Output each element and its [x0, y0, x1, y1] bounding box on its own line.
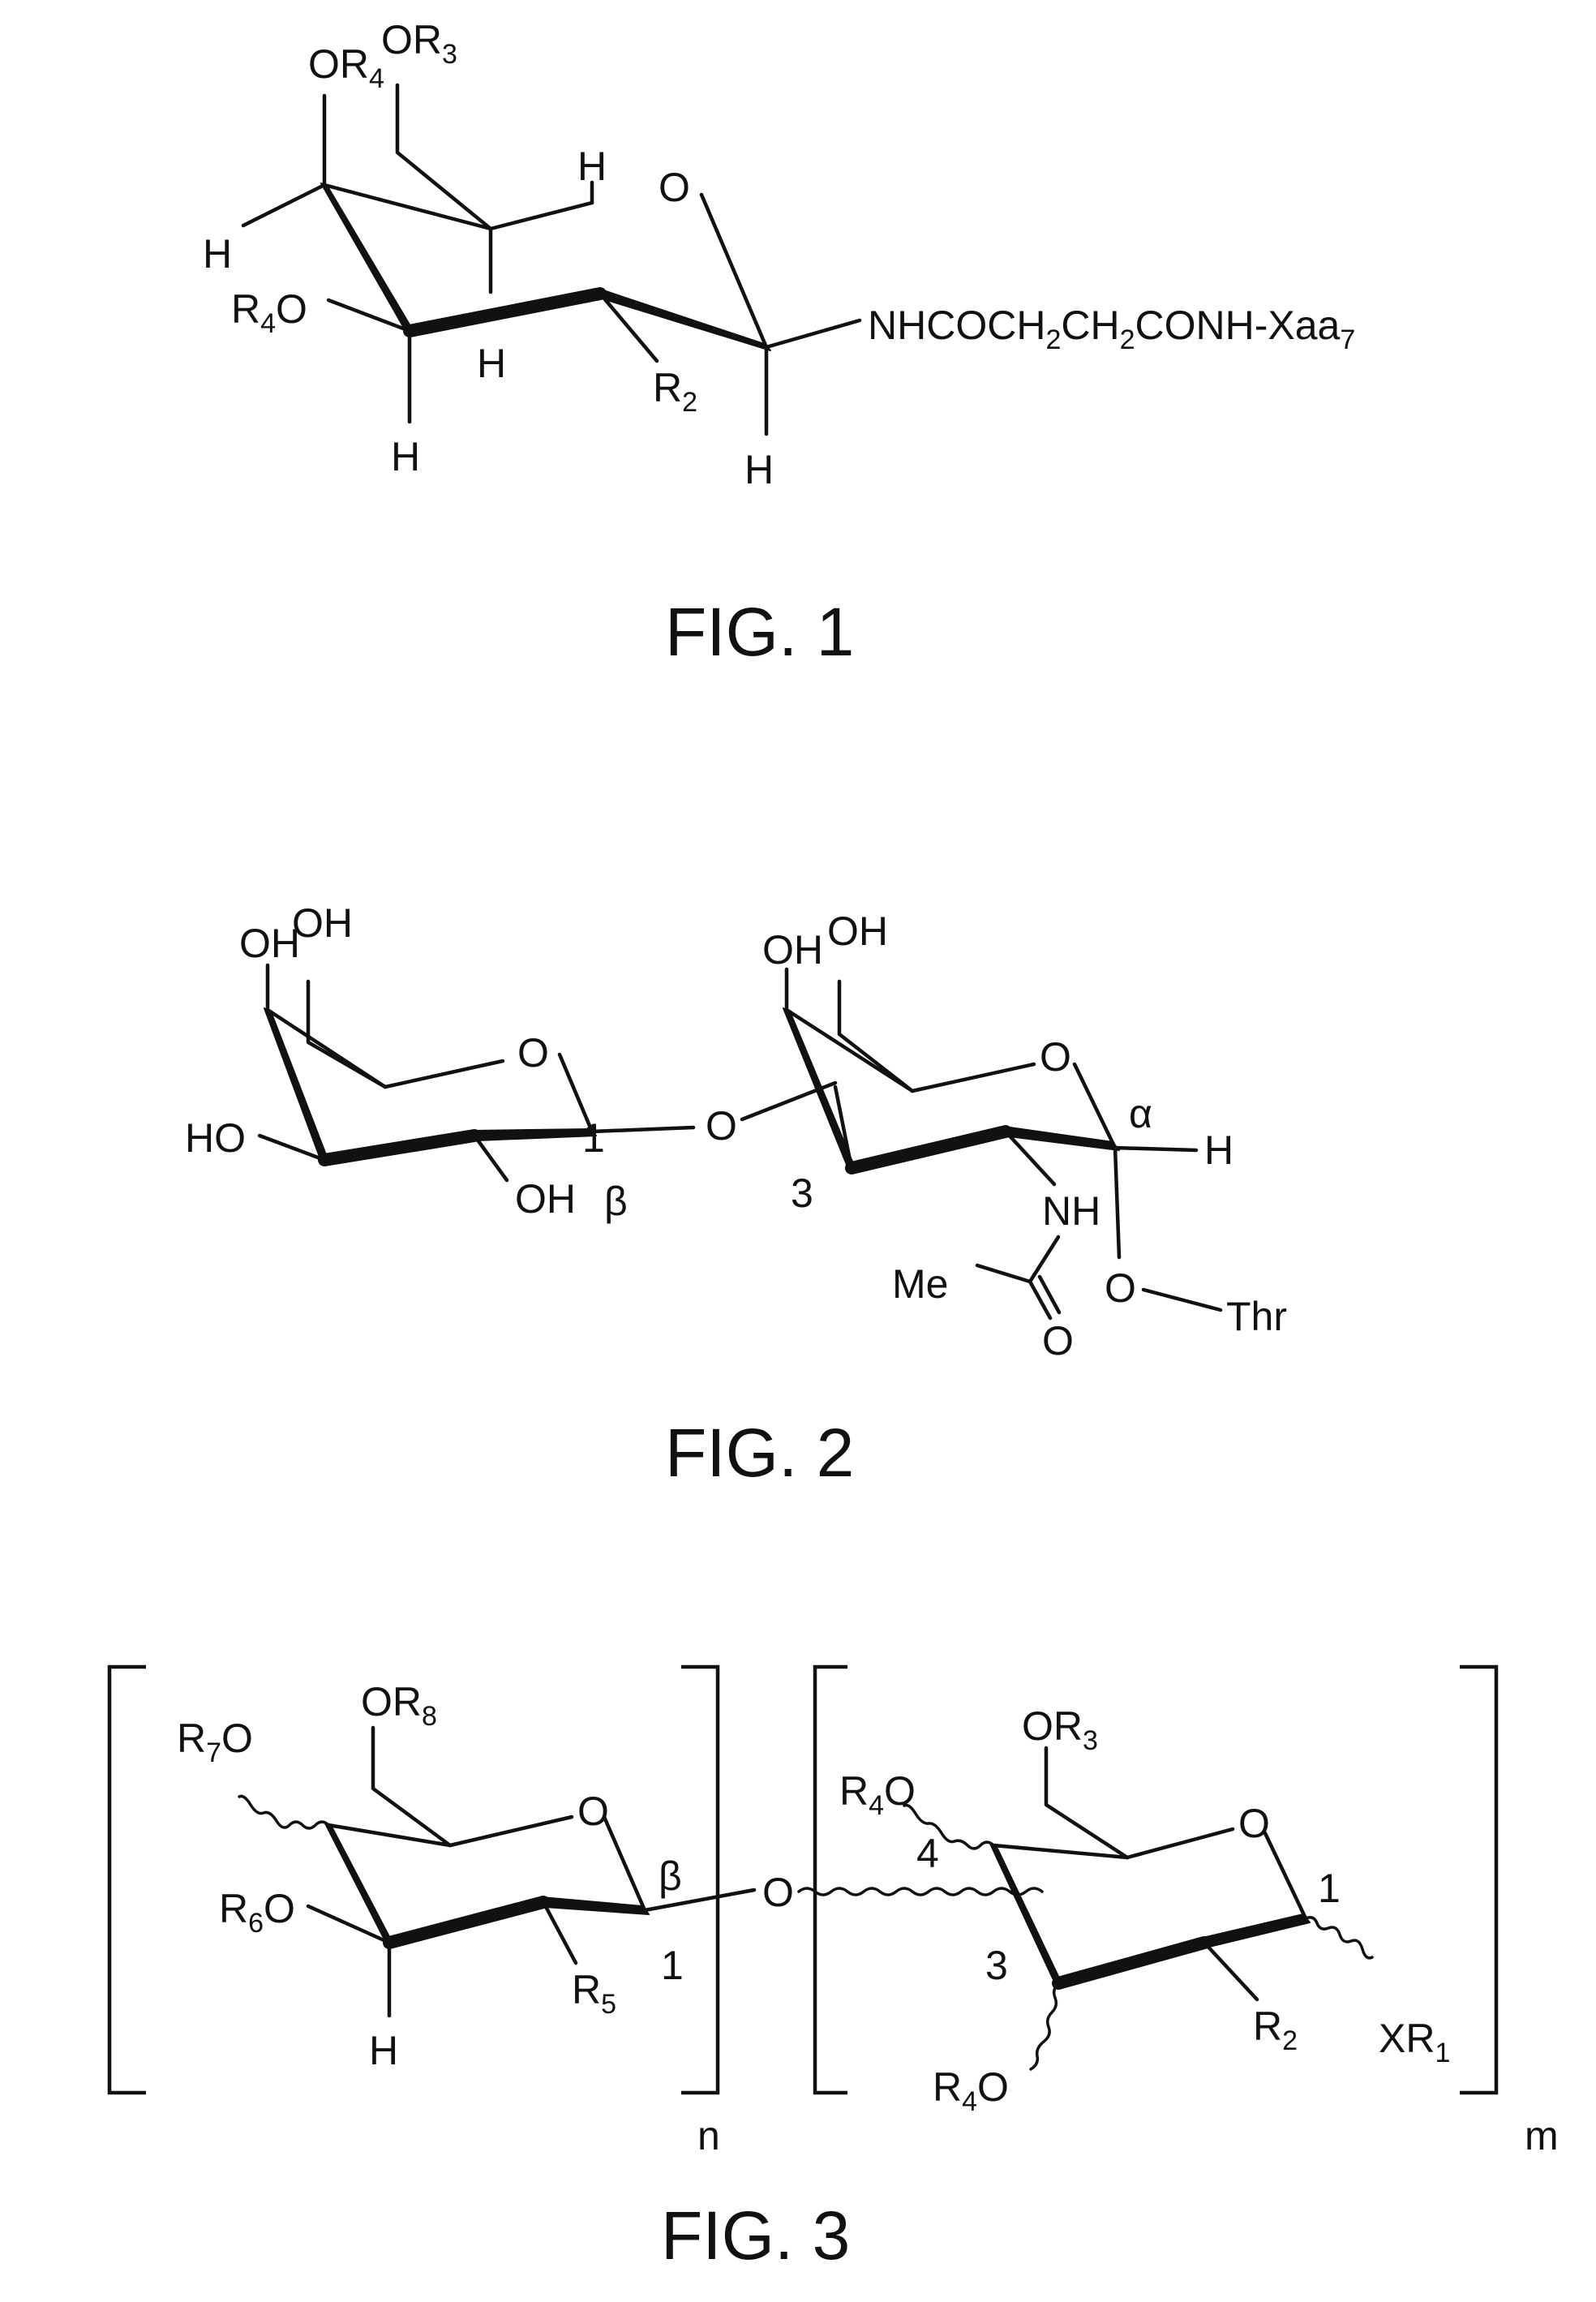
fig2-galnac-oh6-label: OH	[827, 908, 888, 954]
fig3-pos4-label: 4	[916, 1831, 939, 1876]
fig3-labels: R7O OR8 O R6O H R5 1 β O n R4O OR3 4 O 3…	[177, 1679, 1559, 2158]
fig2-pos1-label: 1	[582, 1115, 605, 1161]
fig3-bridge-o-label: O	[762, 1870, 794, 1915]
fig1-h-c3-label: H	[391, 434, 420, 479]
fig2-galnac-oh4-label: OH	[762, 927, 823, 973]
fig3-r7o-label: R7O	[177, 1716, 253, 1768]
fig1-caption: FIG. 1	[665, 594, 854, 670]
figure-1: OR4 OR3 H R4O H O H H R2 H NHCOCH2CH2CON…	[203, 17, 1355, 670]
fig2-caption: FIG. 2	[665, 1415, 854, 1491]
fig3-xr1-label: XR1	[1379, 2016, 1450, 2068]
fig1-h-c1-label: H	[744, 447, 774, 492]
fig1-or3-label: OR3	[381, 17, 457, 70]
fig2-gal-ho3-label: HO	[185, 1115, 246, 1161]
fig1-bonds	[241, 83, 862, 436]
fig2-pos3-label: 3	[791, 1170, 813, 1216]
fig3-beta-label: β	[659, 1853, 682, 1899]
fig1-ring-o-label: O	[659, 165, 690, 210]
fig2-bonds	[257, 963, 1223, 1321]
fig2-beta-label: β	[604, 1179, 628, 1224]
fig3-r6o-label: R6O	[219, 1886, 295, 1939]
fig1-substituent-label: NHCOCH2CH2CONH-Xaa7	[868, 303, 1355, 355]
fig2-gal-oh4-label: OH	[239, 921, 300, 966]
fig2-labels: OH OH O HO OH 1 β O 3 OH OH O α H NH Me …	[185, 900, 1287, 1364]
fig3-m-label: m	[1525, 2113, 1559, 2158]
figure-2: OH OH O HO OH 1 β O 3 OH OH O α H NH Me …	[185, 900, 1287, 1491]
fig3-bonds	[306, 1725, 1311, 2018]
fig1-h-c4-label: H	[203, 231, 232, 277]
fig2-alpha-label: α	[1129, 1091, 1152, 1136]
fig1-h-c5-label: H	[577, 144, 607, 189]
fig3-caption: FIG. 3	[661, 2197, 850, 2274]
figure-3: R7O OR8 O R6O H R5 1 β O n R4O OR3 4 O 3…	[107, 1664, 1559, 2274]
fig3-pos3-label: 3	[985, 1943, 1008, 1988]
fig3-pos1-right-label: 1	[1318, 1866, 1341, 1911]
fig2-thr-label: Thr	[1226, 1294, 1287, 1339]
fig3-brackets	[107, 1664, 1499, 2095]
fig3-r2-label: R2	[1253, 2004, 1298, 2056]
fig2-linker-o-label: O	[1105, 1265, 1136, 1311]
fig2-gal-oh6-label: OH	[292, 900, 353, 946]
fig2-nh-label: NH	[1042, 1188, 1100, 1234]
fig1-r4o-label: R4O	[231, 286, 307, 339]
fig2-me-label: Me	[892, 1261, 948, 1307]
fig3-r4o-bottom-label: R4O	[933, 2064, 1009, 2117]
fig3-n-label: n	[697, 2113, 720, 2158]
fig1-h-c2-label: H	[477, 341, 506, 386]
fig2-galnac-ring-o-label: O	[1040, 1034, 1071, 1080]
fig2-gal-ring-o-label: O	[517, 1030, 549, 1076]
fig2-h-anomeric-label: H	[1204, 1127, 1233, 1173]
fig3-h-label: H	[369, 2028, 398, 2073]
fig3-r5-label: R5	[572, 1967, 616, 2020]
fig3-wavy-bonds	[238, 1794, 1374, 2071]
fig1-labels: OR4 OR3 H R4O H O H H R2 H NHCOCH2CH2CON…	[203, 17, 1355, 492]
fig2-gal-oh2-label: OH	[515, 1176, 576, 1222]
fig2-carbonyl-o-label: O	[1042, 1318, 1074, 1364]
fig2-glycosidic-o-label: O	[706, 1103, 737, 1149]
fig3-or3-label: OR3	[1022, 1703, 1098, 1756]
fig1-r2-label: R2	[653, 365, 697, 418]
fig3-pos1-left-label: 1	[661, 1943, 684, 1988]
fig3-or8-label: OR8	[361, 1679, 437, 1732]
fig3-ring1-o-label: O	[577, 1789, 609, 1834]
fig1-or4-top-label: OR4	[308, 41, 384, 94]
fig3-r4o-top-label: R4O	[839, 1768, 916, 1821]
fig3-ring2-o-label: O	[1238, 1801, 1270, 1846]
